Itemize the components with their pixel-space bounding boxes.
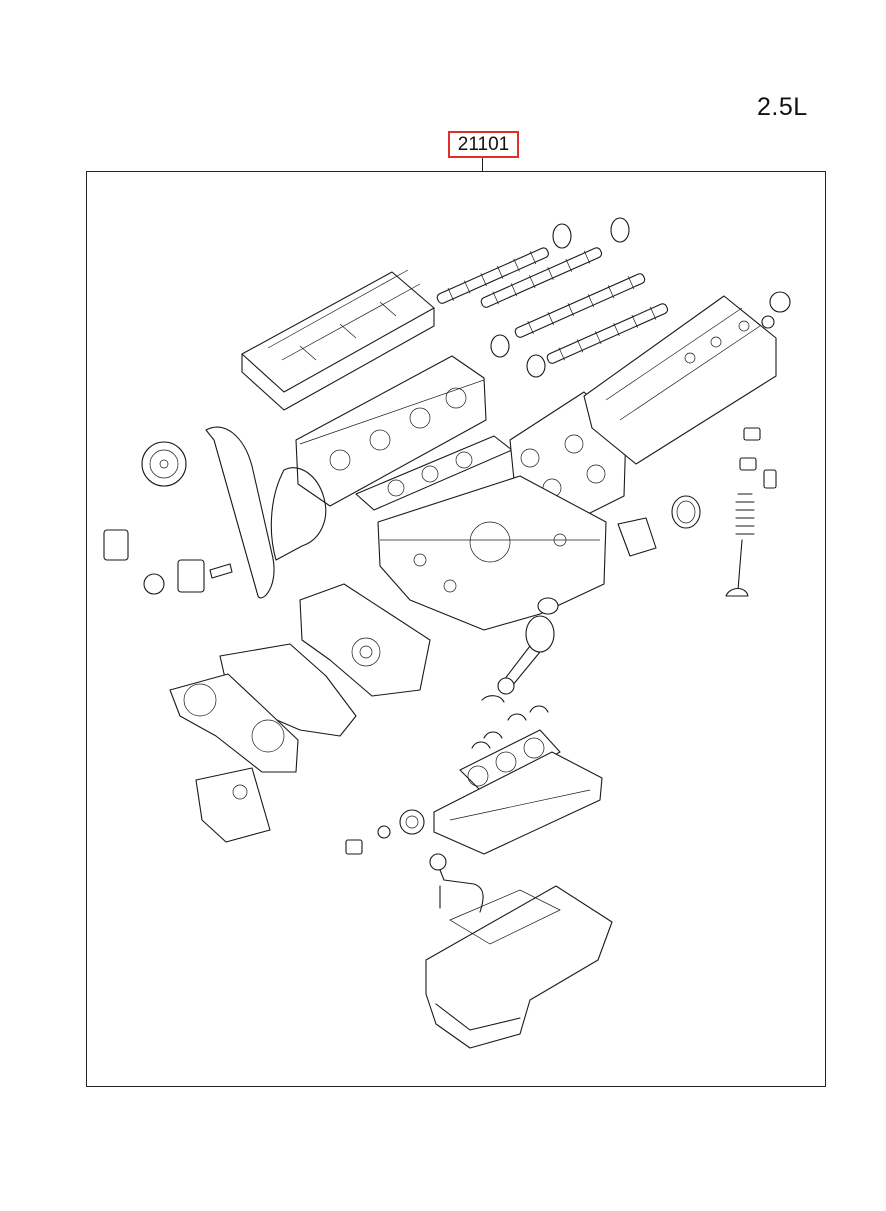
timing-covers — [169, 643, 357, 843]
engine-displacement-label: 2.5L — [757, 93, 808, 121]
left-valve-cover — [241, 269, 435, 411]
piston-conrod — [481, 597, 559, 703]
crank-sprocket — [345, 809, 425, 855]
callout-leader-line — [482, 158, 483, 172]
oil-pump-cover — [299, 583, 431, 697]
crankshaft — [433, 729, 603, 855]
valve-assembly — [725, 427, 777, 597]
left-cylinder-head — [295, 355, 487, 507]
bearing-shells — [471, 705, 549, 749]
timing-belt-group — [141, 426, 327, 599]
diagram-frame — [86, 171, 826, 1087]
part-number-callout[interactable]: 21101 — [448, 131, 519, 158]
engine-block — [377, 475, 607, 631]
oil-pan — [425, 885, 613, 1049]
oil-strainer — [429, 853, 484, 913]
tensioner-parts — [103, 529, 233, 595]
camshaft-group — [436, 217, 791, 378]
right-valve-cover — [583, 295, 777, 465]
seal-parts — [617, 495, 701, 557]
